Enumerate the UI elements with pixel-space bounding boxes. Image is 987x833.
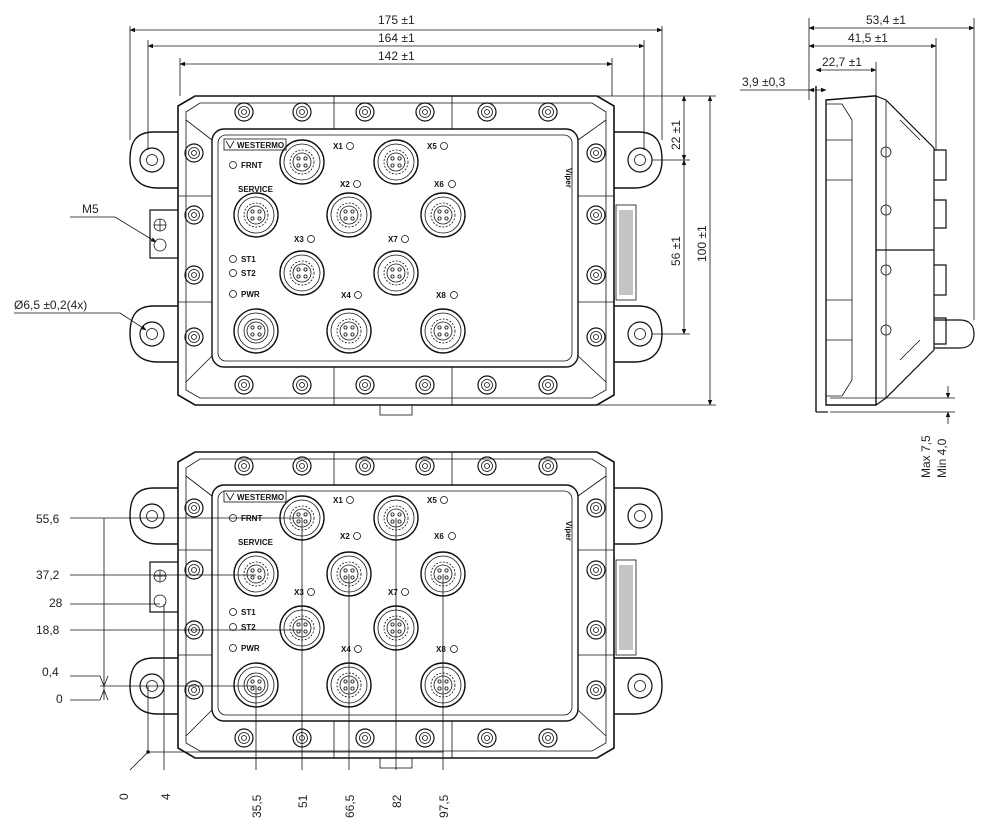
- connector-x4: [326, 308, 372, 354]
- x2-label-bottom: X2: [340, 532, 350, 541]
- x8-label-bottom: X8: [436, 645, 446, 654]
- y-tick-0: 55,6: [36, 512, 60, 526]
- x-tick-3: 51: [296, 794, 310, 808]
- bottom-view: WESTERMO Viper FRNT SERVICE ST1 ST2 PWR …: [36, 451, 663, 818]
- connector-x6: [420, 192, 466, 238]
- x1-label: X1: [333, 142, 343, 151]
- x4-label: X4: [341, 291, 351, 300]
- dim-ground-screw: M5: [82, 202, 99, 216]
- logo-text: WESTERMO: [237, 141, 284, 150]
- y-tick-4: 0,4: [42, 665, 59, 679]
- frnt-label: FRNT: [241, 161, 262, 170]
- dim-min: Min 4,0: [935, 438, 949, 478]
- x-tick-0: 0: [117, 793, 131, 800]
- dim-height-total: 100 ±1: [695, 225, 709, 262]
- x-tick-2: 35,5: [250, 794, 264, 818]
- dim-hole-spacing: 164 ±1: [378, 31, 415, 45]
- connector-service: [233, 192, 279, 238]
- x8-label: X8: [436, 291, 446, 300]
- connector-x5: [373, 139, 419, 185]
- st1-label-bottom: ST1: [241, 608, 256, 617]
- x-tick-1: 4: [159, 793, 173, 800]
- x5-label: X5: [427, 142, 437, 151]
- frnt-label-bottom: FRNT: [241, 514, 262, 523]
- x5-label-bottom: X5: [427, 496, 437, 505]
- service-label-bottom: SERVICE: [238, 538, 274, 547]
- dim-depth-body: 41,5 ±1: [848, 31, 888, 45]
- connector-x8: [420, 308, 466, 354]
- dim-overall-width: 175 ±1: [378, 13, 415, 27]
- connector-x7: [373, 250, 419, 296]
- side-view: 53,4 ±1 41,5 ±1 22,7 ±1 3,9 ±0,3 Max 7,5…: [740, 13, 975, 478]
- dim-depth-total: 53,4 ±1: [866, 13, 906, 27]
- x2-label: X2: [340, 180, 350, 189]
- brand-text-bottom: Viper: [564, 521, 573, 541]
- st2-label: ST2: [241, 269, 256, 278]
- top-view: WESTERMO Viper FRNT SERVICE ST1 ST2 PWR …: [14, 13, 716, 416]
- service-label: SERVICE: [238, 185, 274, 194]
- x-tick-6: 97,5: [437, 794, 451, 818]
- x6-label-bottom: X6: [434, 532, 444, 541]
- dim-hole-vertical: 56 ±1: [669, 236, 683, 266]
- logo-text-bottom: WESTERMO: [237, 493, 284, 502]
- dim-depth-connector: 22,7 ±1: [822, 55, 862, 69]
- y-tick-2: 28: [49, 596, 63, 610]
- x6-label: X6: [434, 180, 444, 189]
- x4-label-bottom: X4: [341, 645, 351, 654]
- connector-x2: [326, 192, 372, 238]
- x-tick-5: 82: [390, 794, 404, 808]
- dim-max: Max 7,5: [919, 435, 933, 478]
- dim-plate: 3,9 ±0,3: [742, 75, 786, 89]
- x-tick-4: 66,5: [343, 794, 357, 818]
- st2-label-bottom: ST2: [241, 623, 256, 632]
- y-tick-5: 0: [56, 692, 63, 706]
- connector-x1: [279, 139, 325, 185]
- dim-hole-offset: 22 ±1: [669, 120, 683, 150]
- y-tick-3: 18,8: [36, 623, 60, 637]
- dim-body-width: 142 ±1: [378, 49, 415, 63]
- connector-x3: [279, 250, 325, 296]
- y-tick-1: 37,2: [36, 568, 60, 582]
- dim-mount-hole: Ø6,5 ±0,2(4x): [14, 298, 87, 312]
- x3-label-bottom: X3: [294, 588, 304, 597]
- x3-label: X3: [294, 235, 304, 244]
- x1-label-bottom: X1: [333, 496, 343, 505]
- pwr-label: PWR: [241, 290, 260, 299]
- st1-label: ST1: [241, 255, 256, 264]
- brand-text: Viper: [564, 168, 573, 188]
- connector-pwr: [233, 308, 279, 354]
- x7-label: X7: [388, 235, 398, 244]
- x7-label-bottom: X7: [388, 588, 398, 597]
- pwr-label-bottom: PWR: [241, 644, 260, 653]
